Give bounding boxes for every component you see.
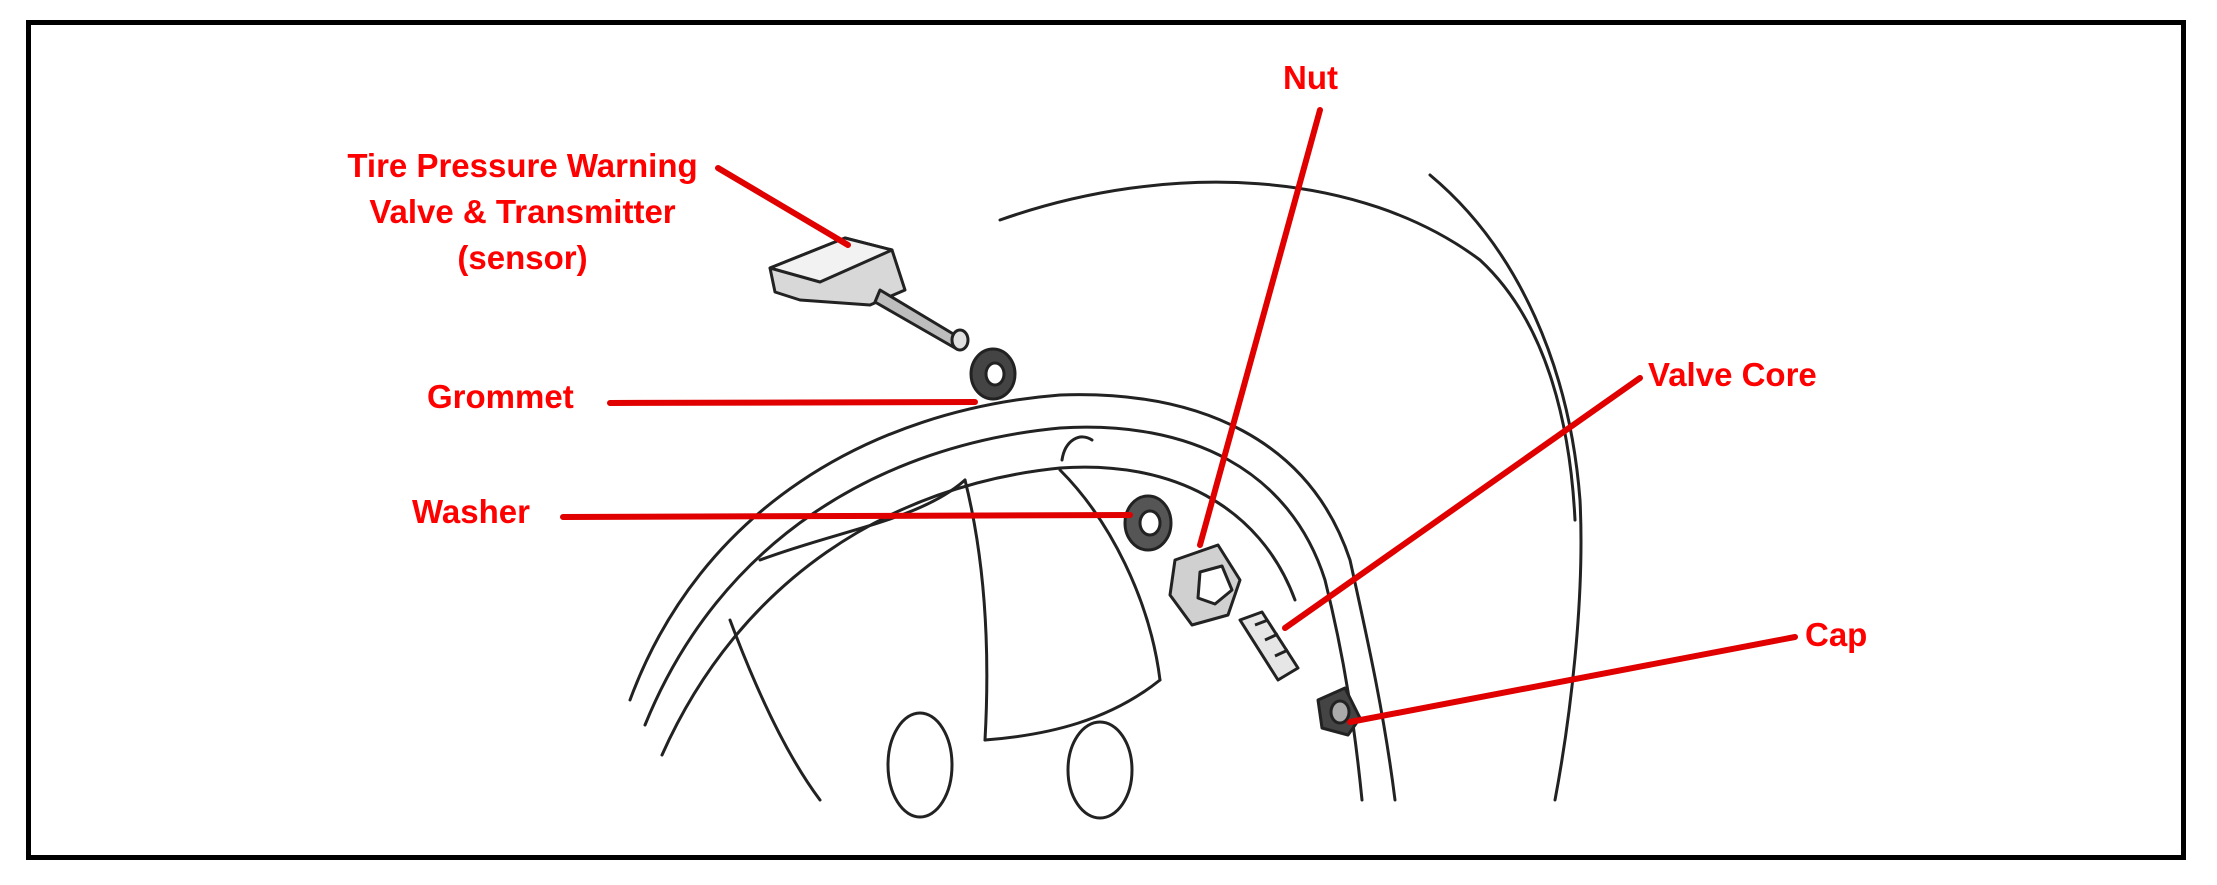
- label-valve-core: Valve Core: [1648, 356, 1817, 393]
- diagram-frame: [26, 20, 2186, 860]
- cap-end: [1329, 699, 1351, 725]
- spoke-4: [728, 618, 822, 802]
- valve-core-ridge-3: [1274, 648, 1289, 658]
- label-sensor-line-2: Valve & Transmitter: [369, 193, 676, 230]
- sensor-top: [768, 236, 894, 284]
- washer-part: [1123, 494, 1173, 552]
- washer-inner: [1138, 509, 1162, 537]
- spoke-inner: [758, 478, 967, 562]
- lug-hole-2: [1066, 720, 1134, 820]
- rim-arc-3: [660, 465, 1297, 757]
- leader-cap: [1347, 634, 1798, 725]
- spoke-2: [1058, 468, 1162, 682]
- leader-washer: [560, 512, 1133, 520]
- valve-core-ridge-1: [1254, 618, 1269, 627]
- leader-lines: [560, 107, 1798, 725]
- tire-arc-upper: [998, 180, 1577, 522]
- lug-hole-1: [886, 711, 954, 819]
- leader-valve-core: [1282, 375, 1643, 631]
- label-sensor-line-1: Tire Pressure Warning: [347, 147, 698, 184]
- spoke-3: [983, 678, 1162, 742]
- valve-core-ridge-2: [1264, 632, 1279, 642]
- sensor-stem: [873, 288, 962, 350]
- valve-core-part: [1238, 610, 1300, 682]
- grommet-part: [969, 347, 1017, 401]
- leader-grommet: [607, 399, 978, 406]
- sensor-part: [768, 236, 970, 352]
- label-washer: Washer: [412, 493, 530, 530]
- rim-arc-2: [643, 425, 1364, 802]
- label-sensor: Tire Pressure Warning Valve & Transmitte…: [325, 143, 720, 281]
- leader-nut: [1197, 107, 1323, 548]
- grommet-inner: [984, 361, 1006, 387]
- leader-sensor: [715, 165, 851, 248]
- label-sensor-line-3: (sensor): [457, 239, 588, 276]
- sensor-stem-tip: [950, 328, 970, 352]
- cap-part: [1316, 686, 1362, 737]
- rim-hook: [1060, 435, 1094, 462]
- spoke-1: [963, 478, 989, 742]
- label-grommet: Grommet: [427, 378, 574, 415]
- label-nut: Nut: [1283, 59, 1338, 96]
- wheel-drawing: [628, 173, 1583, 820]
- label-cap: Cap: [1805, 616, 1868, 653]
- tire-arc-outer: [1428, 173, 1583, 802]
- rim-arc-1: [628, 393, 1397, 802]
- nut-part: [1168, 543, 1242, 627]
- nut-face: [1196, 564, 1234, 606]
- valve-core-body: [1238, 610, 1300, 682]
